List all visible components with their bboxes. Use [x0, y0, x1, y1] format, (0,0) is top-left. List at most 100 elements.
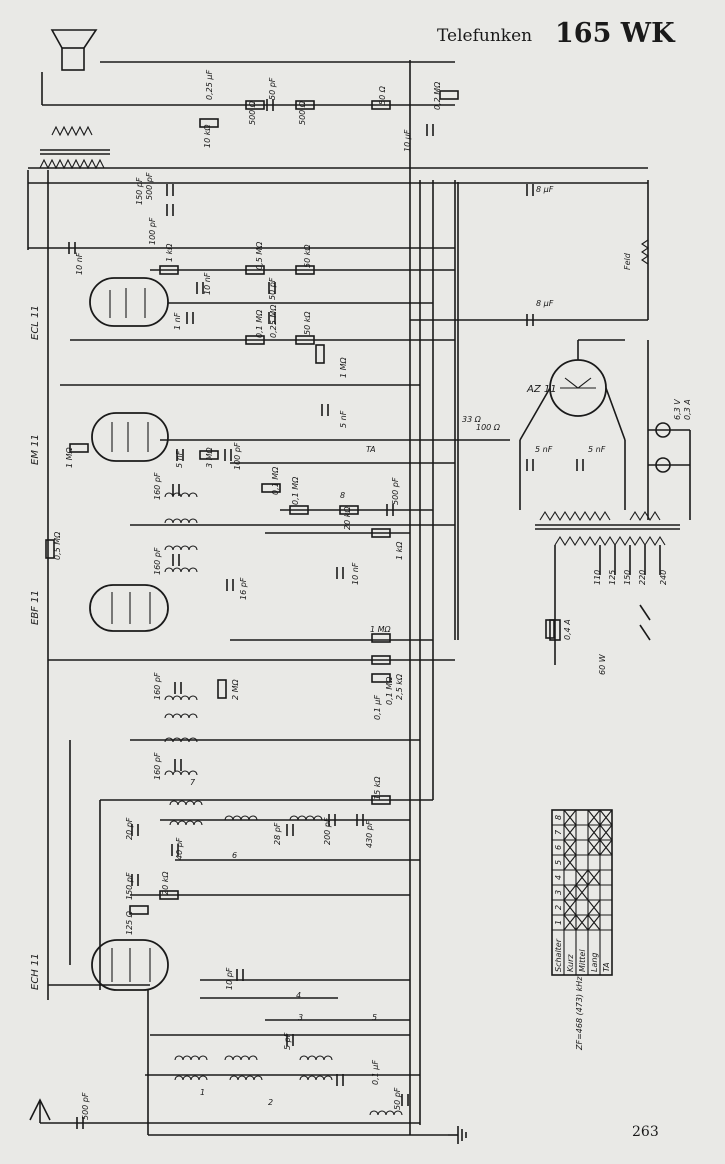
svg-text:10 nF: 10 nF: [203, 272, 212, 295]
svg-text:0,1 MΩ: 0,1 MΩ: [291, 476, 300, 505]
resistor-8: [295, 335, 315, 345]
svg-text:0,2 MΩ: 0,2 MΩ: [433, 81, 442, 110]
svg-text:2 MΩ: 2 MΩ: [231, 678, 240, 700]
svg-text:Lang: Lang: [590, 952, 599, 972]
capacitor-9: [321, 404, 329, 416]
svg-text:3: 3: [298, 1013, 303, 1022]
coil-4: [164, 695, 198, 701]
svg-text:0,3 A: 0,3 A: [683, 399, 692, 420]
resistor-17: [371, 673, 391, 683]
svg-text:500 Ω: 500 Ω: [248, 100, 257, 125]
svg-text:20 pF: 20 pF: [125, 817, 134, 840]
svg-text:100 Ω: 100 Ω: [476, 423, 501, 432]
capacitor-0: [266, 99, 274, 111]
svg-text:16 pF: 16 pF: [239, 577, 248, 600]
capacitor-33: [576, 459, 584, 471]
capacitor-20: [171, 844, 179, 856]
svg-text:500 pF: 500 pF: [81, 1092, 90, 1120]
capacitor-6: [268, 282, 276, 294]
table-mark: [575, 914, 589, 931]
svg-text:50 kΩ: 50 kΩ: [303, 244, 312, 268]
capacitor-5: [196, 282, 204, 294]
svg-text:3 MΩ: 3 MΩ: [205, 446, 214, 468]
capacitor-27: [336, 1074, 344, 1086]
coil-16: [299, 1075, 333, 1081]
svg-text:10 kΩ: 10 kΩ: [203, 124, 212, 148]
svg-text:TA: TA: [366, 445, 376, 454]
page-number: 263: [632, 1124, 659, 1140]
tube-ecl11: [89, 277, 169, 327]
table-head-1: 1: [554, 920, 563, 925]
resistor-24: [545, 619, 555, 639]
svg-text:110: 110: [593, 570, 602, 585]
resistor-18: [371, 795, 391, 805]
capacitor-19: [131, 824, 139, 836]
capacitor-21: [328, 814, 336, 826]
capacitor-11: [224, 449, 232, 461]
table-head-6: 6: [554, 845, 563, 850]
coil-9: [169, 820, 203, 826]
table-head-3: 3: [554, 890, 563, 895]
resistor-23: [45, 539, 55, 559]
zf-note: ZF=468 (473) kHz: [575, 976, 584, 1051]
resistor-0: [199, 118, 219, 128]
svg-text:240: 240: [659, 570, 668, 585]
table-mark: [587, 914, 601, 931]
bus-lines: [27, 60, 649, 1136]
resistor-11: [261, 483, 281, 493]
svg-text:1 kΩ: 1 kΩ: [395, 541, 404, 560]
table-mark: [587, 824, 601, 841]
coil-3: [164, 567, 198, 573]
svg-text:0,5 MΩ: 0,5 MΩ: [255, 241, 264, 270]
svg-text:0,1 MΩ: 0,1 MΩ: [255, 309, 264, 338]
svg-text:50 pF: 50 pF: [268, 277, 277, 300]
svg-text:0,1 µF: 0,1 µF: [371, 1060, 380, 1085]
svg-text:8: 8: [340, 491, 345, 500]
table-mark: [587, 869, 601, 886]
coil-7: [164, 770, 198, 776]
capacitor-16: [172, 554, 180, 566]
capacitor-22: [356, 814, 364, 826]
capacitor-17: [174, 682, 182, 694]
svg-text:1: 1: [200, 1088, 205, 1097]
svg-text:6: 6: [232, 851, 237, 860]
coil-group: [164, 492, 403, 1116]
svg-text:100 pF: 100 pF: [233, 442, 242, 470]
power-transformer: [519, 340, 691, 665]
svg-text:50 Ω: 50 Ω: [378, 85, 387, 105]
table-mark: [563, 839, 577, 856]
svg-text:10 µF: 10 µF: [403, 129, 412, 152]
capacitor-10: [176, 449, 184, 461]
table-mark: [563, 914, 577, 931]
label-az11: AZ 11: [526, 384, 557, 395]
resistor-10: [199, 450, 219, 460]
svg-text:5 nF: 5 nF: [588, 445, 606, 454]
svg-text:500 pF: 500 pF: [145, 172, 154, 200]
svg-text:60 W: 60 W: [598, 653, 607, 675]
resistor-9: [69, 443, 89, 453]
capacitor-26: [286, 1034, 294, 1046]
svg-text:160 pF: 160 pF: [153, 672, 162, 700]
table-mark: [587, 899, 601, 916]
coil-18: [224, 815, 258, 821]
svg-text:20 kΩ: 20 kΩ: [161, 871, 170, 895]
loudspeaker-symbol: [39, 29, 110, 170]
svg-text:50 pF: 50 pF: [393, 1087, 402, 1110]
resistor-5: [245, 265, 265, 275]
svg-text:15 kΩ: 15 kΩ: [373, 776, 382, 800]
capacitor-2: [166, 204, 174, 216]
svg-text:0,25 µF: 0,25 µF: [205, 70, 214, 100]
svg-text:220: 220: [638, 570, 647, 585]
svg-text:160 pF: 160 pF: [153, 547, 162, 575]
svg-text:0,1 µF: 0,1 µF: [373, 695, 382, 720]
coil-17: [369, 1110, 403, 1116]
table-mark: [575, 869, 589, 886]
svg-text:0,4 A: 0,4 A: [563, 619, 572, 640]
svg-text:8 µF: 8 µF: [536, 185, 554, 194]
svg-text:5 nF: 5 nF: [339, 410, 348, 428]
coil-15: [229, 1075, 263, 1081]
table-head-5: 5: [554, 860, 563, 865]
capacitor-12: [386, 504, 394, 516]
resistor-25: [439, 90, 459, 100]
